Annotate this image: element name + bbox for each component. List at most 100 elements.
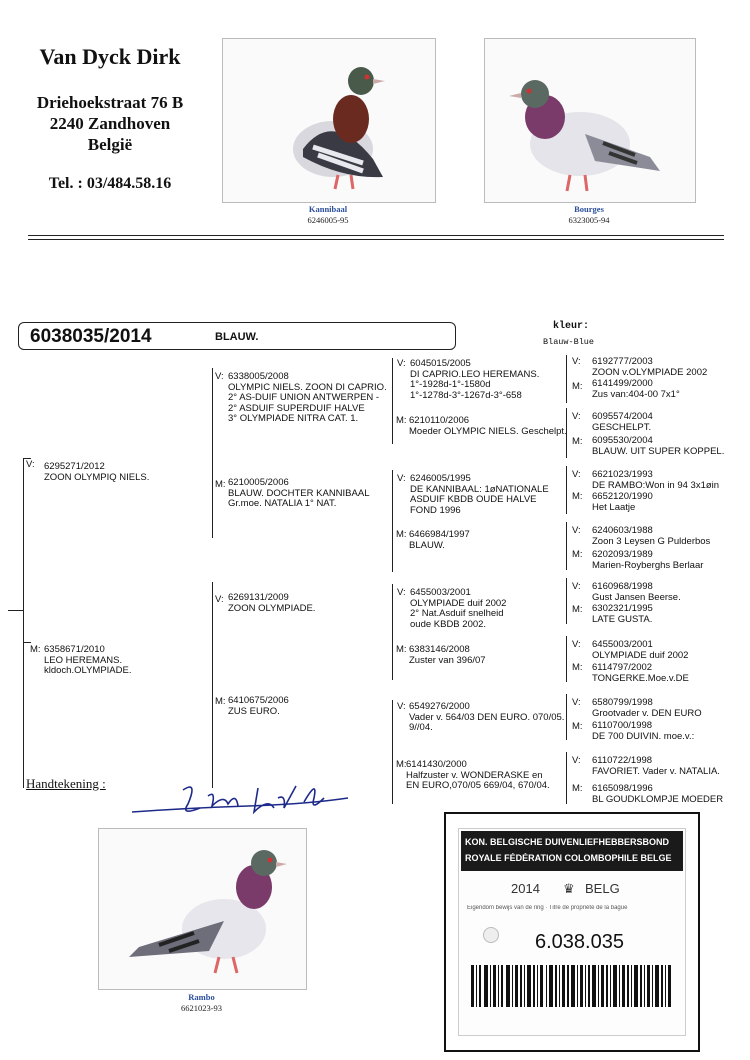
gen4-dam-tag: M:: [572, 784, 583, 795]
gen3-tag: M:: [396, 530, 407, 541]
gen4-dam-tag: M:: [572, 550, 583, 561]
ring-card-year: 2014: [511, 881, 540, 896]
photo-caption-ring: 6246005-95: [222, 215, 434, 225]
pigeon-illustration: [99, 829, 306, 989]
pigeon-color: BLAUW.: [215, 331, 258, 343]
tree-connector: [566, 578, 567, 624]
kleur-label: kleur:: [553, 321, 589, 332]
kleur-value: Blauw-Blue: [543, 337, 594, 347]
gen4-sire-info: 6160968/1998 Gust Jansen Beerse.: [592, 582, 742, 603]
gen4-dam-tag: M:: [572, 605, 583, 616]
gen4-sire-tag: V:: [572, 412, 581, 423]
gen4-sire-tag: V:: [572, 756, 581, 767]
tree-connector: [566, 752, 567, 804]
gen4-dam-tag: M:: [572, 437, 583, 448]
tree-connector: [566, 522, 567, 570]
photo-caption-name: Kannibaal: [222, 204, 434, 214]
gen3-info: 6246005/1995 DE KANNIBAAL: 1øNATIONALE A…: [410, 474, 564, 516]
gen2-tag: M:: [215, 697, 226, 708]
tree-connector: [8, 610, 24, 611]
gen4-sire-tag: V:: [572, 698, 581, 709]
photo-caption-name: Bourges: [484, 204, 694, 214]
gen4-sire-tag: V:: [572, 640, 581, 651]
ring-card-number: 6.038.035: [535, 931, 624, 954]
photo-caption-ring: 6323005-94: [484, 215, 694, 225]
gen3-info: 6045015/2005 DI CAPRIO.LEO HEREMANS. 1°-…: [410, 359, 564, 401]
gen4-dam-info: 6095530/2004 BLAUW. UIT SUPER KOPPEL.: [592, 436, 742, 457]
owner-phone: Tel. : 03/484.58.16: [22, 175, 198, 193]
gen3-tag: V:: [397, 702, 406, 713]
gen4-dam-info: 6302321/1995 LATE GUSTA.: [592, 604, 742, 625]
gen3-tag: M:: [396, 760, 407, 771]
barcode: [471, 965, 671, 1007]
header-divider: [28, 239, 724, 240]
ring-card: KON. BELGISCHE DUIVENLIEFHEBBERSBOND ROY…: [458, 828, 686, 1036]
dam-info: 6358671/2010 LEO HEREMANS. kldoch.OLYMPI…: [44, 645, 204, 677]
pigeon-photo-kannibaal: [222, 38, 436, 203]
gen4-dam-info: 6165098/1996 BL GOUDKLOMPJE MOEDER: [592, 784, 742, 805]
tree-connector: [212, 368, 213, 538]
ring-hole-icon: [483, 927, 499, 943]
header-divider: [28, 235, 724, 236]
gen4-dam-info: 6114797/2002 TONGERKE.Moe.v.DE: [592, 663, 742, 684]
gen4-sire-info: 6110722/1998 FAVORIET. Vader v. NATALIA.: [592, 756, 742, 777]
tree-connector: [566, 466, 567, 514]
gen3-tag: V:: [397, 588, 406, 599]
tree-connector: [23, 458, 24, 788]
sire-tag: V:: [26, 460, 35, 471]
crown-icon: ♛: [563, 881, 575, 897]
gen3-info: 6466984/1997 BLAUW.: [409, 530, 563, 551]
tree-connector: [566, 636, 567, 682]
tree-connector: [392, 700, 393, 804]
gen4-sire-info: 6621023/1993 DE RAMBO:Won in 94 3x1øin: [592, 470, 742, 491]
signature-label: Handtekening :: [26, 776, 106, 792]
photo-caption-ring: 6621023-93: [98, 1003, 305, 1013]
gen3-tag: V:: [397, 474, 406, 485]
gen3-tag: M:: [396, 416, 407, 427]
gen4-sire-info: 6455003/2001 OLYMPIADE duif 2002: [592, 640, 742, 661]
signature-scribble: [128, 768, 358, 828]
tree-connector: [392, 584, 393, 680]
gen2-info: 6210005/2006 BLAUW. DOCHTER KANNIBAAL Gr…: [228, 478, 388, 510]
gen2-info: 6269131/2009 ZOON OLYMPIADE.: [228, 593, 388, 614]
sire-info: 6295271/2012 ZOON OLYMPIQ NIELS.: [44, 462, 204, 483]
gen4-sire-tag: V:: [572, 470, 581, 481]
ring-card-line2: ROYALE FÉDÉRATION COLOMBOPHILE BELGE: [465, 853, 681, 863]
gen4-sire-tag: V:: [572, 582, 581, 593]
gen2-info: 6410675/2006 ZUS EURO.: [228, 696, 388, 717]
gen4-dam-info: 6141499/2000 Zus van:404-00 7x1°: [592, 379, 742, 400]
dam-tag: M:: [30, 645, 41, 656]
pigeon-ring-number: 6038035/2014: [30, 326, 152, 348]
gen4-dam-info: 6202093/1989 Marien-Royberghs Berlaar: [592, 550, 742, 571]
gen4-sire-info: 6580799/1998 Grootvader v. DEN EURO: [592, 698, 742, 719]
tree-connector: [23, 642, 31, 643]
pigeon-illustration: [485, 39, 695, 202]
gen4-sire-info: 6240603/1988 Zoon 3 Leysen G Pulderbos: [592, 526, 742, 547]
gen3-tag: M:: [396, 645, 407, 656]
owner-street: Driehoekstraat 76 B: [22, 93, 198, 113]
gen4-dam-info: 6110700/1998 DE 700 DUIVIN. moe.v.:: [592, 721, 742, 742]
photo-caption-name: Rambo: [98, 992, 305, 1002]
gen3-info: 6141430/2000 Halfzuster v. WONDERASKE en…: [406, 760, 564, 792]
tree-connector: [212, 582, 213, 788]
ring-card-line1: KON. BELGISCHE DUIVENLIEFHEBBERSBOND: [465, 837, 681, 847]
gen4-dam-tag: M:: [572, 663, 583, 674]
ring-card-owner-line: Eigendom bewijs van de ring · Titre de p…: [467, 905, 679, 911]
gen2-tag: M:: [215, 480, 226, 491]
gen3-info: 6455003/2001 OLYMPIADE duif 2002 2° Nat.…: [410, 588, 564, 630]
pigeon-photo-rambo: [98, 828, 307, 990]
owner-name: Van Dyck Dirk: [30, 44, 190, 70]
gen2-info: 6338005/2008 OLYMPIC NIELS. ZOON DI CAPR…: [228, 372, 388, 425]
gen3-info: 6549276/2000 Vader v. 564/03 DEN EURO. 0…: [409, 702, 567, 734]
tree-connector: [392, 470, 393, 572]
gen4-dam-tag: M:: [572, 382, 583, 393]
pigeon-photo-bourges: [484, 38, 696, 203]
gen4-sire-info: 6192777/2003 ZOON v.OLYMPIADE 2002: [592, 357, 742, 378]
gen3-tag: V:: [397, 359, 406, 370]
gen4-dam-info: 6652120/1990 Het Laatje: [592, 492, 742, 513]
gen2-tag: V:: [215, 372, 224, 383]
tree-connector: [566, 355, 567, 403]
tree-connector: [392, 358, 393, 444]
gen3-info: 6210110/2006 Moeder OLYMPIC NIELS. Gesch…: [409, 416, 567, 437]
gen4-sire-info: 6095574/2004 GESCHELPT.: [592, 412, 742, 433]
